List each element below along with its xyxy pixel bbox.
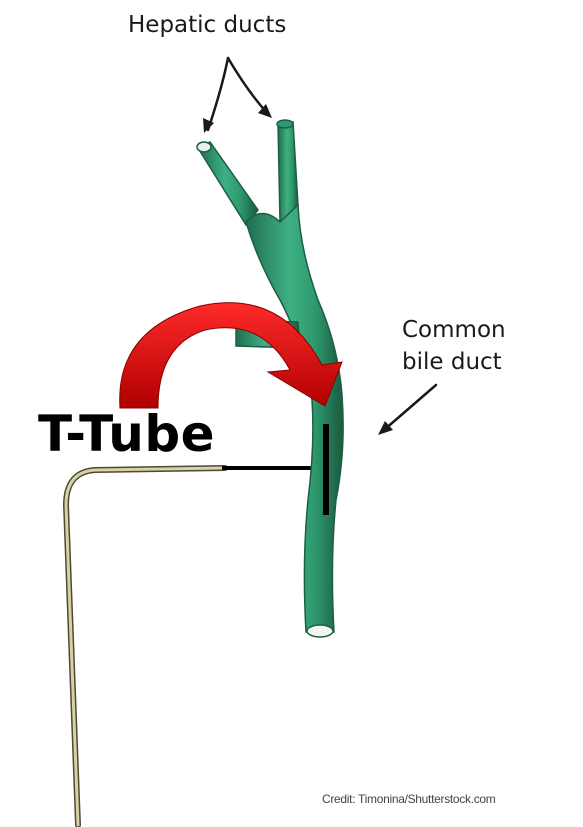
image-credit: Credit: Timonina/Shutterstock.com — [322, 792, 496, 806]
common-bile-duct — [246, 205, 343, 632]
right-hepatic-duct-opening — [277, 120, 293, 128]
common-bile-duct-opening — [307, 625, 333, 637]
common-bile-duct-pointer-arrow — [378, 385, 436, 435]
left-hepatic-duct — [198, 142, 258, 225]
common-bile-duct-label-line2: bile duct — [402, 346, 506, 378]
common-bile-duct-label-line1: Common — [402, 314, 506, 346]
hepatic-pointer-arrows — [208, 58, 268, 130]
t-tube-drain — [66, 468, 225, 825]
hepatic-ducts-label: Hepatic ducts — [128, 12, 286, 38]
left-hepatic-duct-opening — [197, 142, 211, 152]
common-bile-duct-label: Common bile duct — [402, 314, 506, 378]
t-tube-label: T-Tube — [38, 405, 215, 463]
